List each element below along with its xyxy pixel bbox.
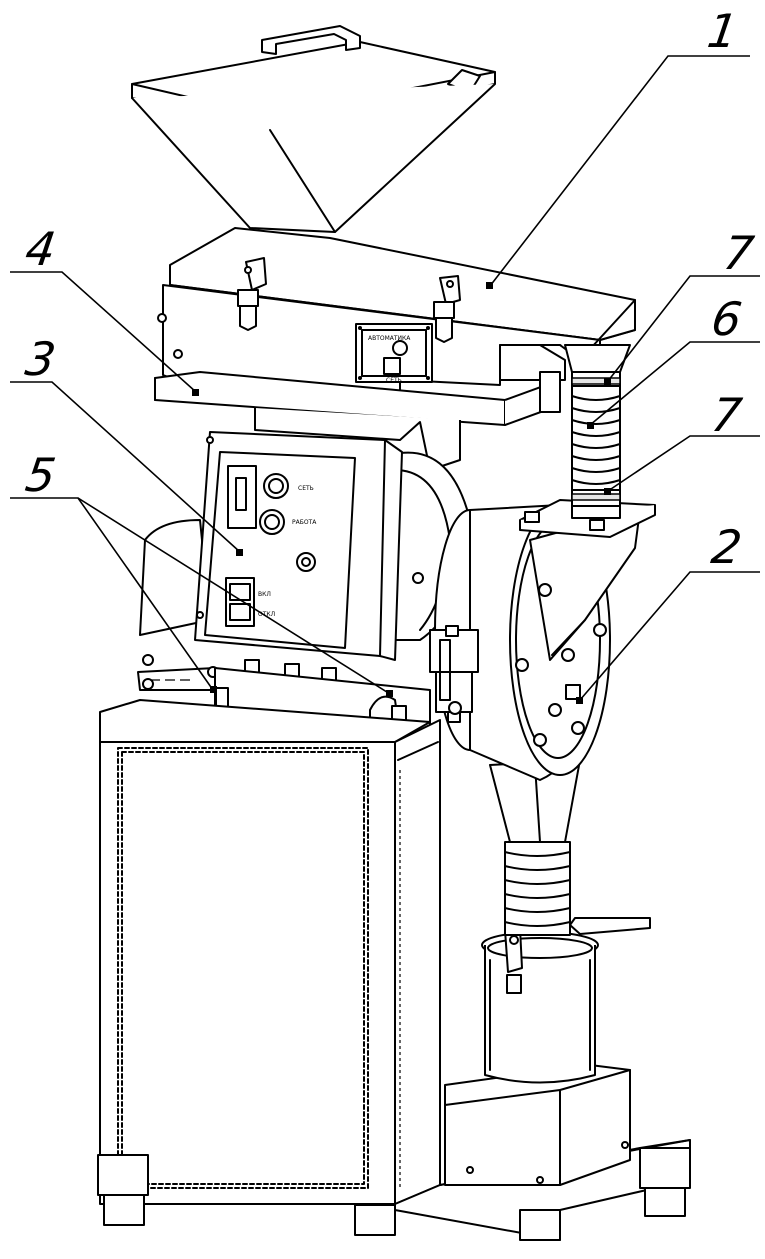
- svg-text:АВТОМАТИКА: АВТОМАТИКА: [368, 335, 411, 342]
- svg-text:ВКЛ: ВКЛ: [258, 591, 271, 598]
- support-frame: [154, 371, 561, 426]
- svg-text:СЕТЬ: СЕТЬ: [298, 485, 314, 492]
- svg-text:ОТКЛ: ОТКЛ: [258, 611, 275, 618]
- collector-stand: [444, 1064, 631, 1186]
- svg-text:РАБОТА: РАБОТА: [292, 519, 317, 526]
- leader-lines: [10, 55, 760, 701]
- fan-housing: [429, 504, 641, 781]
- control-cabinet: СЕТЬ РАБОТА ВКЛ ОТКЛ: [194, 431, 403, 683]
- lower-hose: [504, 841, 571, 936]
- base-cabinet: [97, 699, 441, 1236]
- upper-hose: [564, 344, 631, 519]
- hopper: [131, 83, 496, 233]
- svg-text:СЕТЬ: СЕТЬ: [386, 377, 402, 384]
- collection-container: [481, 917, 651, 1084]
